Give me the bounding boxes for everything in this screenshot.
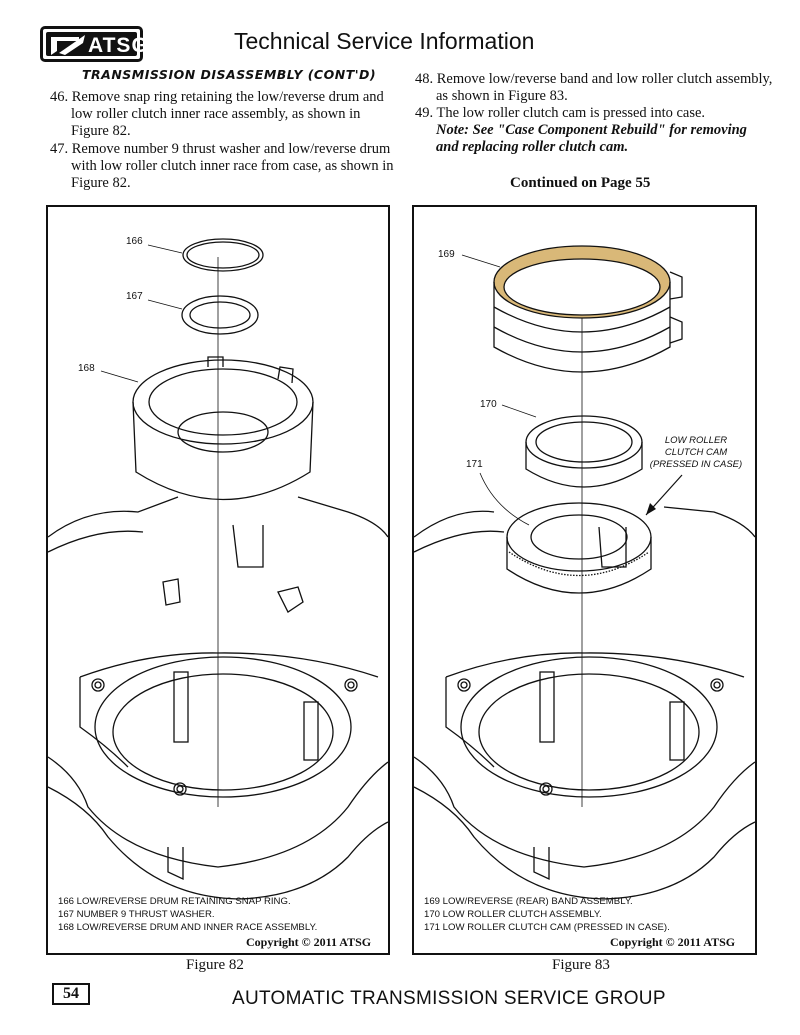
note-case-component-rebuild: Note: See "Case Component Rebuild" for r… xyxy=(436,122,747,155)
page-header-title: Technical Service Information xyxy=(234,28,535,54)
figure-83-copyright: Copyright © 2011 ATSG xyxy=(610,935,736,949)
logo-emblem-icon xyxy=(51,35,85,55)
legend-167: 167 NUMBER 9 THRUST WASHER. xyxy=(58,909,215,920)
step-48: 48. Remove low/reverse band and low roll… xyxy=(415,71,773,104)
page-number: 54 xyxy=(52,983,90,1005)
legend-168: 168 LOW/REVERSE DRUM AND INNER RACE ASSE… xyxy=(58,922,318,933)
logo-text: ATSG xyxy=(88,34,149,57)
callout-171: 171 xyxy=(466,459,483,470)
legend-166: 166 LOW/REVERSE DRUM RETAINING SNAP RING… xyxy=(58,896,291,907)
figure-82-legend: 166 LOW/REVERSE DRUM RETAINING SNAP RING… xyxy=(58,895,317,934)
continued-on-page: Continued on Page 55 xyxy=(510,175,651,191)
cam-annotation-line-3: (PRESSED IN CASE) xyxy=(649,459,743,470)
step-47: 47. Remove number 9 thrust washer and lo… xyxy=(50,141,394,191)
callout-168: 168 xyxy=(78,363,95,374)
figure-82-caption: Figure 82 xyxy=(186,957,244,973)
footer-text: AUTOMATIC TRANSMISSION SERVICE GROUP xyxy=(232,988,666,1009)
callout-167: 167 xyxy=(126,291,143,302)
figure-82-illustration xyxy=(48,238,388,900)
callout-169: 169 xyxy=(438,249,455,260)
figure-83-frame: 169 170 171 LOW ROLLER CLUTCH CAM (PRESS… xyxy=(412,205,757,955)
cam-annotation-line-1: LOW ROLLER xyxy=(664,435,728,446)
cam-annotation-line-2: CLUTCH CAM xyxy=(664,447,728,458)
section-title: Transmission Disassembly (Cont'd) xyxy=(82,67,377,82)
figure-82-copyright: Copyright © 2011 ATSG xyxy=(246,935,372,949)
callout-166: 166 xyxy=(126,236,143,247)
figure-82-frame: 166 167 168 166 LOW/REVERSE DRUM RETAINI… xyxy=(46,205,390,955)
figure-83-illustration xyxy=(414,245,755,900)
legend-170: 170 LOW ROLLER CLUTCH ASSEMBLY. xyxy=(424,909,602,920)
atsg-logo: ATSG xyxy=(40,26,148,62)
legend-169: 169 LOW/REVERSE (REAR) BAND ASSEMBLY. xyxy=(424,896,633,907)
cam-annotation: LOW ROLLER CLUTCH CAM (PRESSED IN CASE) xyxy=(646,435,746,471)
figure-83-legend: 169 LOW/REVERSE (REAR) BAND ASSEMBLY. 17… xyxy=(424,895,670,934)
figure-83-caption: Figure 83 xyxy=(552,957,610,973)
step-46: 46. Remove snap ring retaining the low/r… xyxy=(50,89,384,139)
step-49: 49. The low roller clutch cam is pressed… xyxy=(415,105,706,121)
callout-170: 170 xyxy=(480,399,497,410)
legend-171: 171 LOW ROLLER CLUTCH CAM (PRESSED IN CA… xyxy=(424,922,670,933)
